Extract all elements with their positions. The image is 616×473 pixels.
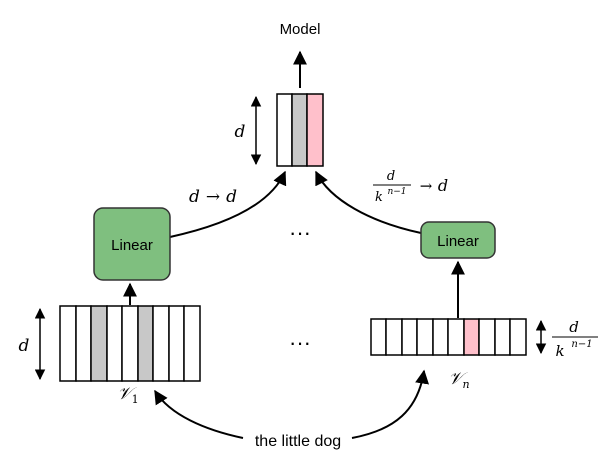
vocab-label-right: 𝒱n — [448, 369, 469, 391]
left-cell — [183, 305, 201, 382]
input-text: the little dog — [255, 433, 341, 450]
svg-text:Linear: Linear — [437, 233, 479, 250]
top-embedding — [276, 93, 324, 167]
right-cell — [463, 318, 480, 356]
left-cell — [90, 305, 108, 382]
right-cell — [401, 318, 418, 356]
svg-text:n−1: n−1 — [571, 339, 592, 350]
left-cell — [59, 305, 77, 382]
left-cell — [121, 305, 139, 382]
right-cell — [447, 318, 465, 356]
top-ellipsis: ··· — [289, 220, 311, 245]
model-label: Model — [280, 21, 321, 38]
left-cell — [168, 305, 185, 382]
left-transform-label: d→d — [189, 187, 237, 207]
right-curve-arrow — [315, 170, 422, 234]
right-cell — [370, 318, 387, 356]
right-cell — [478, 318, 496, 356]
input-to-right-arrow — [351, 369, 429, 439]
right-cell — [385, 318, 403, 356]
right-cell — [494, 318, 511, 356]
svg-text:d: d — [387, 169, 395, 184]
right-transform-label: d k n−1 → d — [373, 169, 448, 205]
left-cell — [106, 305, 123, 382]
bottom-ellipsis: ··· — [289, 330, 311, 355]
input-to-left-arrow — [154, 389, 244, 439]
svg-text:d: d — [569, 318, 579, 336]
svg-text:n−1: n−1 — [387, 187, 406, 197]
left-curve-arrow — [169, 170, 287, 238]
right-embedding-table — [370, 318, 527, 356]
linear-box-left: Linear — [93, 207, 171, 281]
left-cell — [152, 305, 170, 382]
linear-box-right: Linear — [420, 221, 496, 259]
top-dim-label: d — [235, 122, 246, 142]
svg-text:Linear: Linear — [111, 237, 153, 254]
svg-text:k: k — [555, 342, 564, 360]
left-cell — [75, 305, 92, 382]
right-cell — [509, 318, 527, 356]
left-cell — [137, 305, 154, 382]
vocab-label-left: 𝒱1 — [117, 384, 138, 406]
top-cell-2 — [291, 93, 308, 167]
top-cell-3 — [306, 93, 324, 167]
svg-text:k: k — [375, 190, 383, 205]
svg-text:d: d — [438, 176, 448, 195]
left-dim-label: d — [19, 336, 30, 356]
right-dim-label: d k n−1 — [552, 318, 598, 360]
svg-text:→: → — [420, 177, 433, 195]
right-cell — [416, 318, 434, 356]
left-embedding-table — [59, 305, 201, 382]
right-cell — [432, 318, 449, 356]
top-cell-1 — [276, 93, 293, 167]
